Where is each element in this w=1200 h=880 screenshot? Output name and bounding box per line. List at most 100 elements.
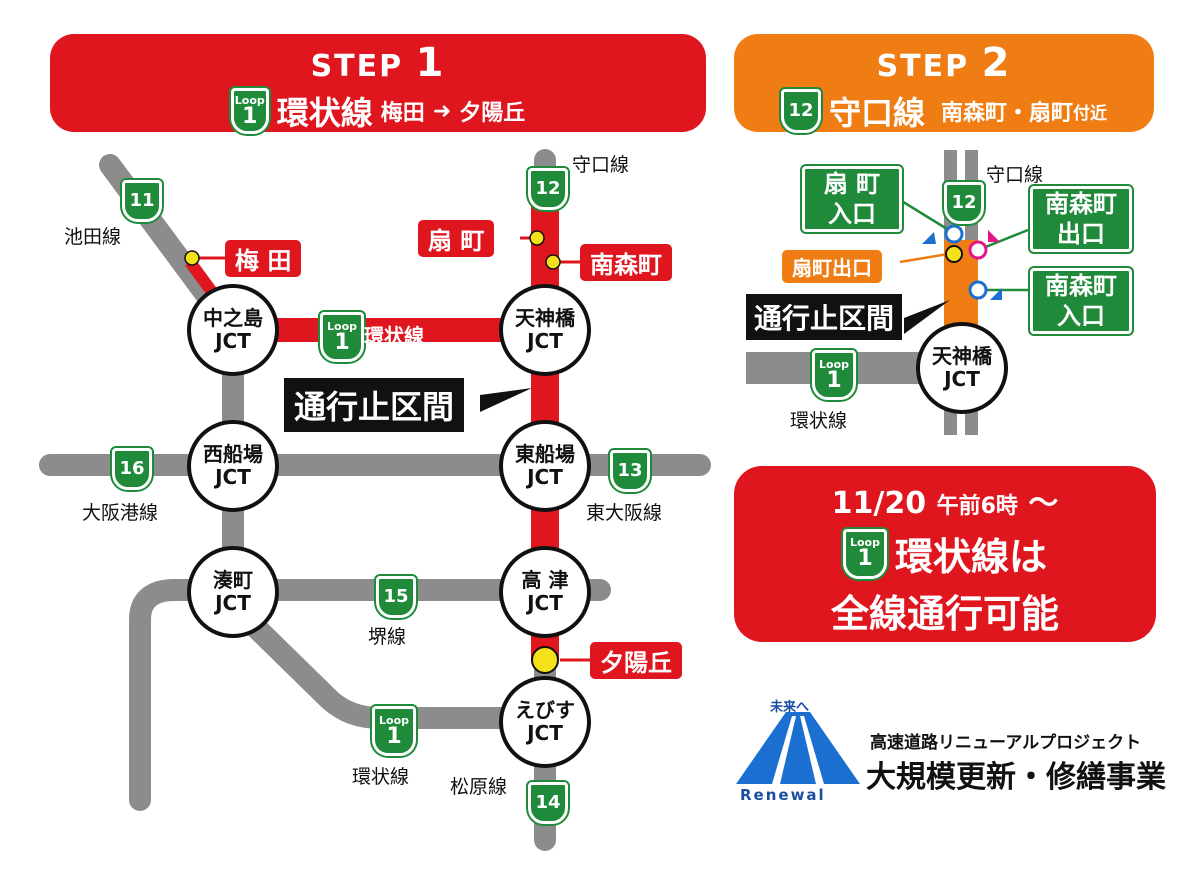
tag-line2: 出口 (1057, 220, 1105, 248)
minamimorimachi-exit-label: 南森町 出口 (1030, 186, 1132, 252)
tag-line1: 南森町 (1045, 190, 1117, 218)
road-logo-icon (736, 712, 860, 784)
step2-word: STEP (876, 49, 970, 84)
shield-loop-num: 1 (857, 546, 873, 571)
kanjo-top-label: 環状線 (364, 324, 424, 348)
arrow-out-icon (988, 230, 1000, 242)
shield-num: 12 (951, 192, 977, 213)
shield-loop-num: 1 (242, 103, 258, 129)
closed-callout-pointer (480, 388, 532, 412)
loop1-shield-icon: Loop 1 (842, 528, 887, 579)
arrow-in-icon (922, 232, 936, 244)
closed-callout-pointer (904, 300, 950, 334)
shield-num: 16 (119, 458, 145, 479)
notice-time: 午前6時 (936, 494, 1018, 519)
jct-suffix: JCT (944, 367, 980, 391)
jct-name: 中之島 (203, 306, 263, 330)
step1-route-line: Loop 1 環状線 梅田 ➜ 夕陽丘 (50, 88, 706, 134)
route15-shield-icon: 15 (376, 576, 416, 618)
shield-num: 11 (129, 190, 155, 211)
jct-suffix: JCT (527, 329, 563, 353)
ogimachi-exit-dot (945, 245, 963, 263)
step2-route-line: 12 守口線 南森町・扇町付近 (734, 88, 1154, 134)
notice-date: 11/20 (831, 486, 927, 521)
west-curve-road (129, 579, 244, 811)
closed-section-north (233, 318, 545, 342)
higashiosaka-label: 東大阪線 (586, 502, 663, 524)
arrow-in-icon (990, 288, 1002, 300)
shield-loop-num: 1 (826, 367, 842, 393)
jct-suffix: JCT (527, 591, 563, 615)
shield-num: 15 (383, 586, 409, 607)
step1-section-from: 梅田 (380, 101, 425, 126)
shield-loop-word: Loop (327, 319, 357, 333)
shield-loop-word: Loop (379, 713, 409, 727)
jct-name: 西船場 (203, 442, 263, 466)
step2-area-suffix: 付近 (1073, 103, 1108, 124)
loop1-shield-icon: Loop 1 (230, 88, 269, 134)
kanjo-label-detail: 環状線 (790, 410, 848, 432)
step1-section-to: 夕陽丘 (459, 101, 526, 126)
jct-suffix: JCT (527, 721, 563, 745)
umeda-ramp-dot (184, 250, 200, 266)
moriguchi-label: 守口線 (572, 154, 630, 176)
route14-shield-icon: 14 (528, 782, 568, 824)
notice-line2: Loop 1 環状線は (734, 526, 1156, 581)
umeda-ramp-label: 梅 田 (225, 240, 302, 277)
logo-renewal: Renewal (740, 786, 826, 804)
notice-datetime: 11/20 午前6時 〜 (734, 478, 1156, 522)
minamimorimachi-ramp-dot (545, 254, 561, 270)
minamimorimachi-entrance-label: 南森町 入口 (1030, 268, 1132, 334)
osakako-label: 大阪港線 (82, 502, 159, 524)
jct-name: 天神橋 (515, 306, 575, 330)
shield-loop-word: Loop (849, 536, 880, 549)
jct-suffix: JCT (215, 329, 251, 353)
jct-name: 東船場 (515, 442, 575, 466)
moriguchi-label-detail: 守口線 (986, 164, 1044, 186)
shield-num: 14 (535, 792, 561, 813)
arrow-right-icon: ➜ (432, 98, 452, 124)
kanjo-bottom-label: 環状線 (352, 766, 410, 788)
shield-num: 12 (788, 100, 814, 121)
ogimachi-exit-label: 扇町出口 (782, 250, 882, 283)
route12-shield-icon: 12 (528, 168, 568, 210)
shield-loop-word: Loop (234, 93, 265, 107)
step1-route: 環状線 (276, 94, 373, 132)
tag-line2: 入口 (1057, 302, 1105, 330)
tag-line2: 入口 (828, 200, 876, 228)
step1-title: STEP 1 (50, 40, 706, 86)
jct-name: 天神橋 (932, 344, 992, 368)
route13-shield-icon: 13 (610, 450, 650, 492)
notice-line3: 全線通行可能 (830, 592, 1059, 636)
route12-shield-icon: 12 (780, 89, 821, 133)
renewal-logo: 未来へ Renewal (736, 696, 860, 808)
step1-header: STEP 1 Loop 1 環状線 梅田 ➜ 夕陽丘 (50, 34, 706, 134)
step2-header: STEP 2 12 守口線 南森町・扇町付近 (734, 34, 1154, 134)
ogimachi-ramp-dot (529, 230, 545, 246)
sakai-label: 堺線 (368, 626, 407, 648)
jct-name: 高 津 (521, 568, 569, 592)
shield-loop-num: 1 (334, 329, 350, 355)
step2-area: 南森町・扇町 (941, 101, 1074, 126)
step2-title: STEP 2 (734, 40, 1154, 86)
closed-section-callout: 通行止区間 (284, 378, 465, 432)
jct-suffix: JCT (215, 465, 251, 489)
jct-name: えびす (515, 698, 575, 722)
shield-num: 12 (535, 178, 561, 199)
step2-route: 守口線 (828, 94, 925, 132)
logo-tagline: 未来へ (770, 700, 810, 715)
ogimachi-entrance-label: 扇 町 入口 (802, 166, 902, 232)
route12-shield-icon: 12 (944, 182, 984, 224)
jct-name: 湊町 (213, 568, 253, 592)
tag-line1: 扇 町 (823, 170, 881, 198)
route11-shield-icon: 11 (122, 180, 162, 222)
